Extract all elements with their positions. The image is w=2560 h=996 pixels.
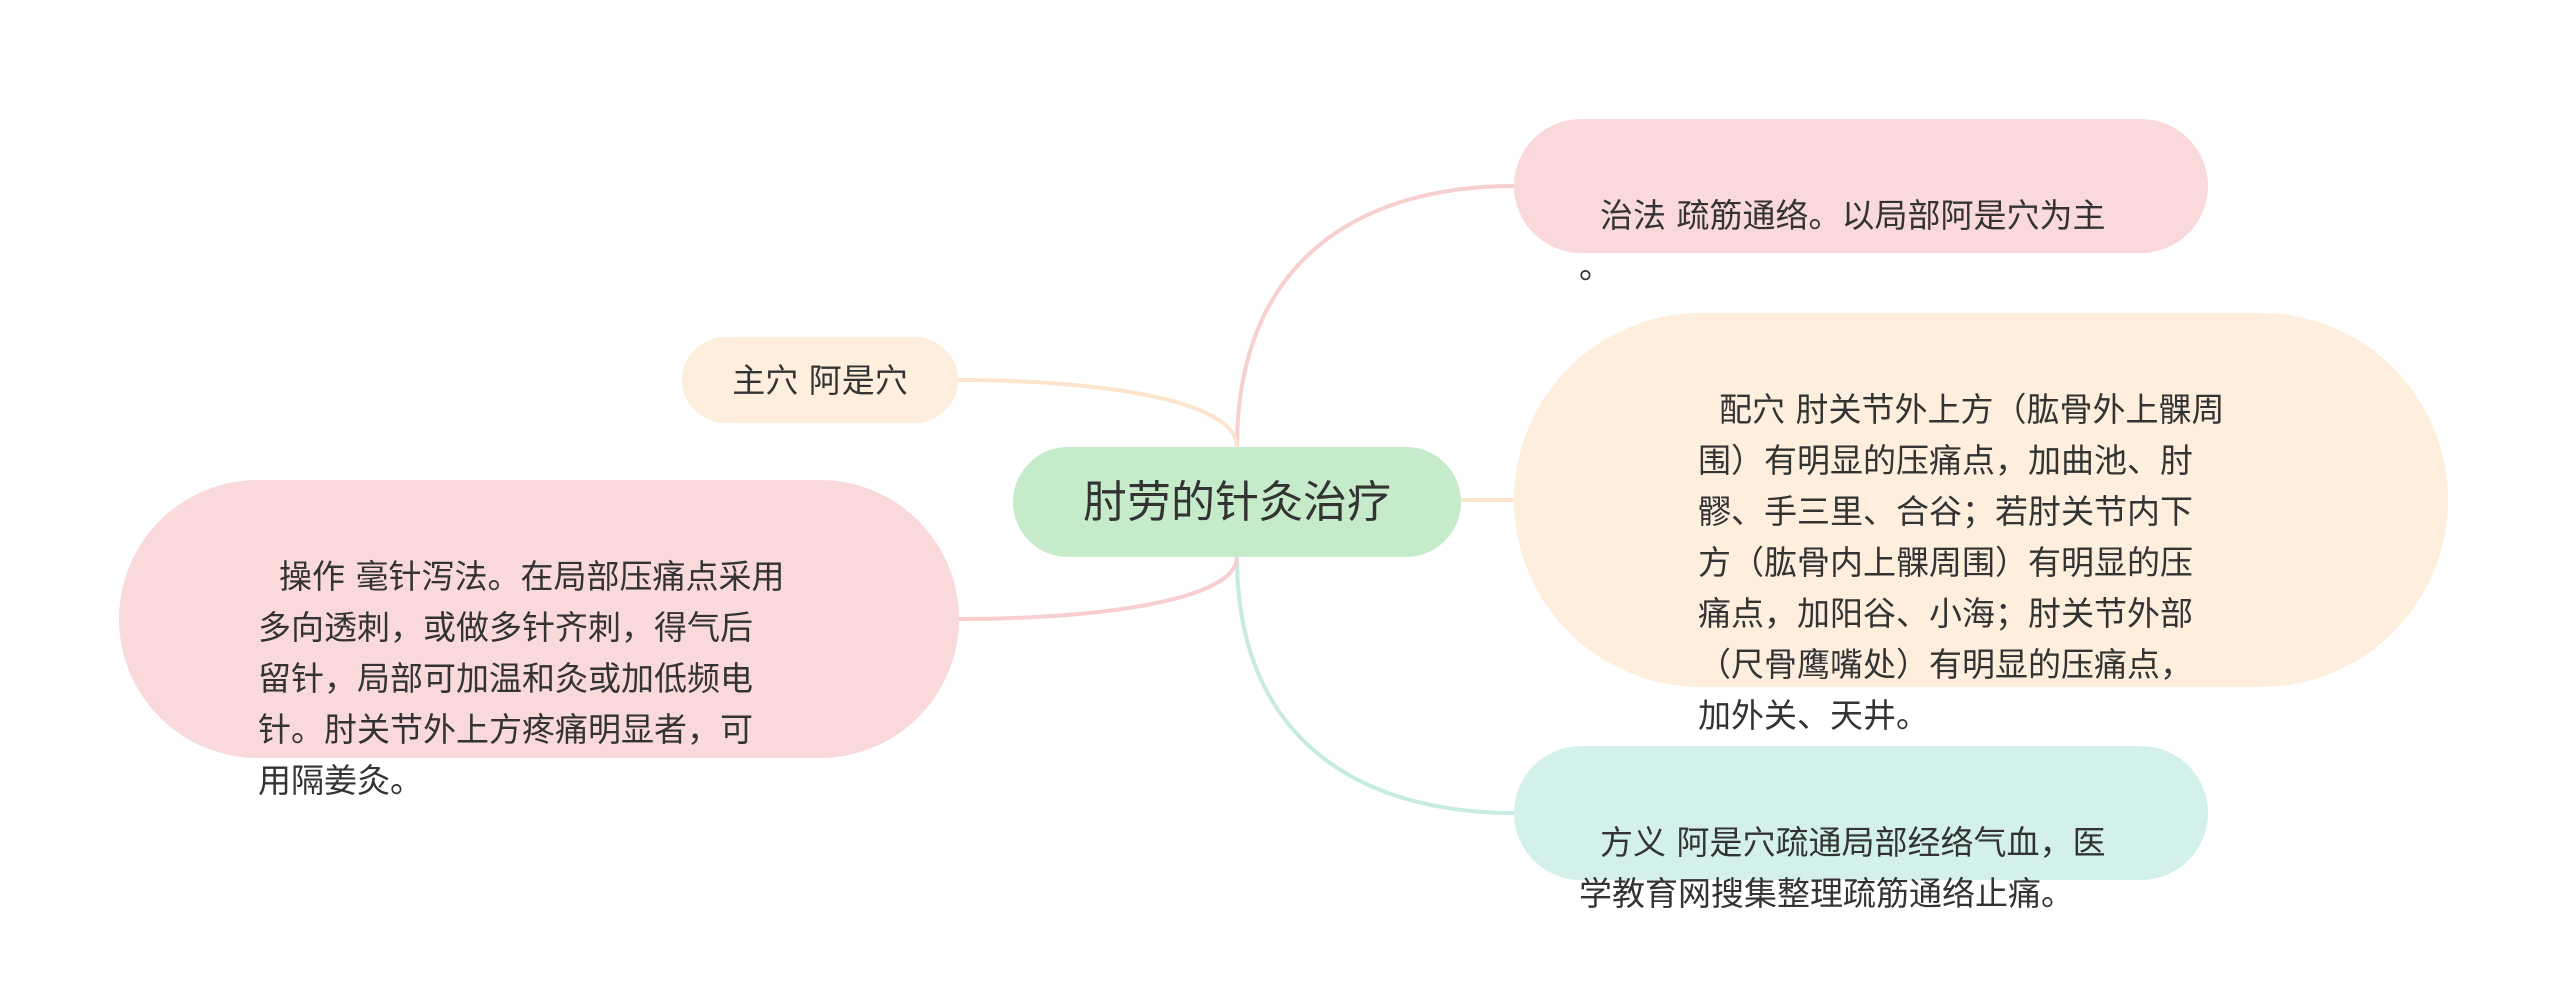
link-to-caozuo bbox=[958, 556, 1239, 621]
central-topic-label: 肘劳的针灸治疗 bbox=[1083, 476, 1391, 528]
topic-peixue[interactable]: 配穴 肘关节外上方（肱骨外上髁周 围）有明显的压痛点，加曲池、肘 髎、手三里、合… bbox=[1514, 313, 2448, 735]
topic-zhifa-text: 治法 疏筋通络。以局部阿是穴为主 。 bbox=[1579, 196, 2106, 286]
topic-fangyi[interactable]: 方义 阿是穴疏通局部经络气血，医 学教育网搜集整理疏筋通络止痛。 bbox=[1514, 746, 2208, 913]
link-to-zhifa bbox=[1235, 184, 1515, 448]
topic-peixue-text: 配穴 肘关节外上方（肱骨外上髁周 围）有明显的压痛点，加曲池、肘 髎、手三里、合… bbox=[1698, 390, 2225, 735]
topic-zhuxue[interactable]: 主穴 阿是穴 bbox=[682, 337, 958, 423]
topic-zhifa[interactable]: 治法 疏筋通络。以局部阿是穴为主 。 bbox=[1514, 119, 2208, 286]
topic-caozuo-text: 操作 毫针泻法。在局部压痛点采用 多向透刺，或做多针齐刺，得气后 留针，局部可加… bbox=[258, 557, 785, 800]
link-to-fangyi bbox=[1235, 556, 1515, 815]
topic-zhuxue-text: 主穴 阿是穴 bbox=[732, 360, 908, 400]
topic-fangyi-text: 方义 阿是穴疏通局部经络气血，医 学教育网搜集整理疏筋通络止痛。 bbox=[1579, 823, 2106, 913]
central-topic[interactable]: 肘劳的针灸治疗 bbox=[1013, 447, 1461, 557]
link-to-zhuxue bbox=[957, 378, 1239, 448]
topic-caozuo[interactable]: 操作 毫针泻法。在局部压痛点采用 多向透刺，或做多针齐刺，得气后 留针，局部可加… bbox=[119, 480, 959, 800]
